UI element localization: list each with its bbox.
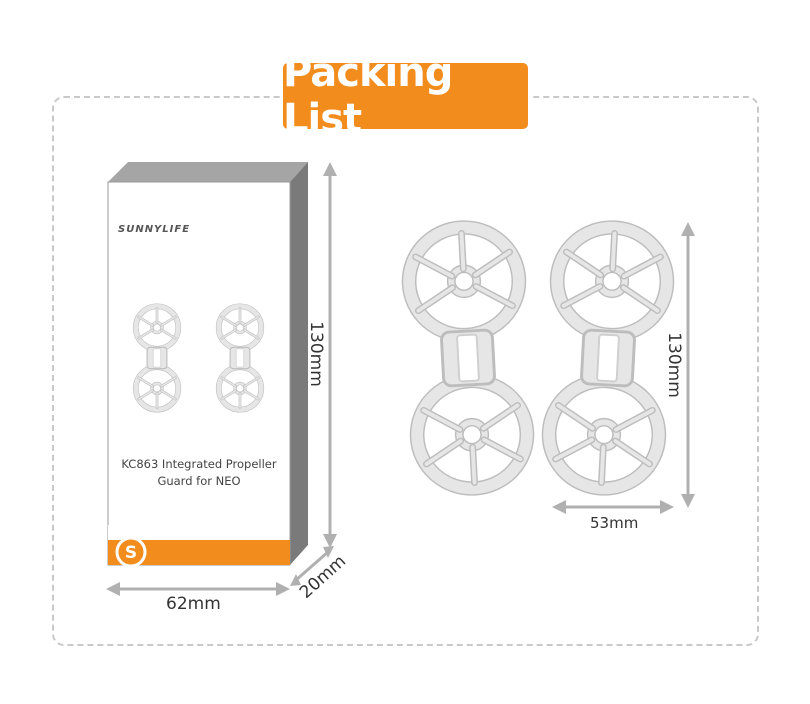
guard-width-label: 53mm	[590, 514, 639, 532]
packing-list-title: Packing List	[280, 50, 531, 142]
box-product-line-1: KC863 Integrated Propeller	[121, 457, 277, 471]
box-top	[108, 162, 308, 182]
propeller-guard-left	[406, 225, 529, 492]
box-product-line-2: Guard for NEO	[157, 474, 241, 488]
box-orange-band	[108, 540, 290, 565]
box-width-label: 62mm	[166, 594, 221, 614]
box-logo-letter: S	[125, 543, 137, 563]
dimension-arrows	[106, 162, 695, 596]
propeller-guard-right	[546, 225, 669, 492]
box-logo	[115, 536, 147, 568]
box-product-name: KC863 Integrated Propeller Guard for NEO	[108, 456, 290, 490]
box-height-label: 130mm	[306, 321, 326, 387]
box-brand-logo: SUNNYLIFE	[118, 224, 191, 235]
box-front	[107, 181, 291, 566]
box-side	[290, 162, 308, 565]
guard-height-label: 130mm	[664, 332, 684, 398]
